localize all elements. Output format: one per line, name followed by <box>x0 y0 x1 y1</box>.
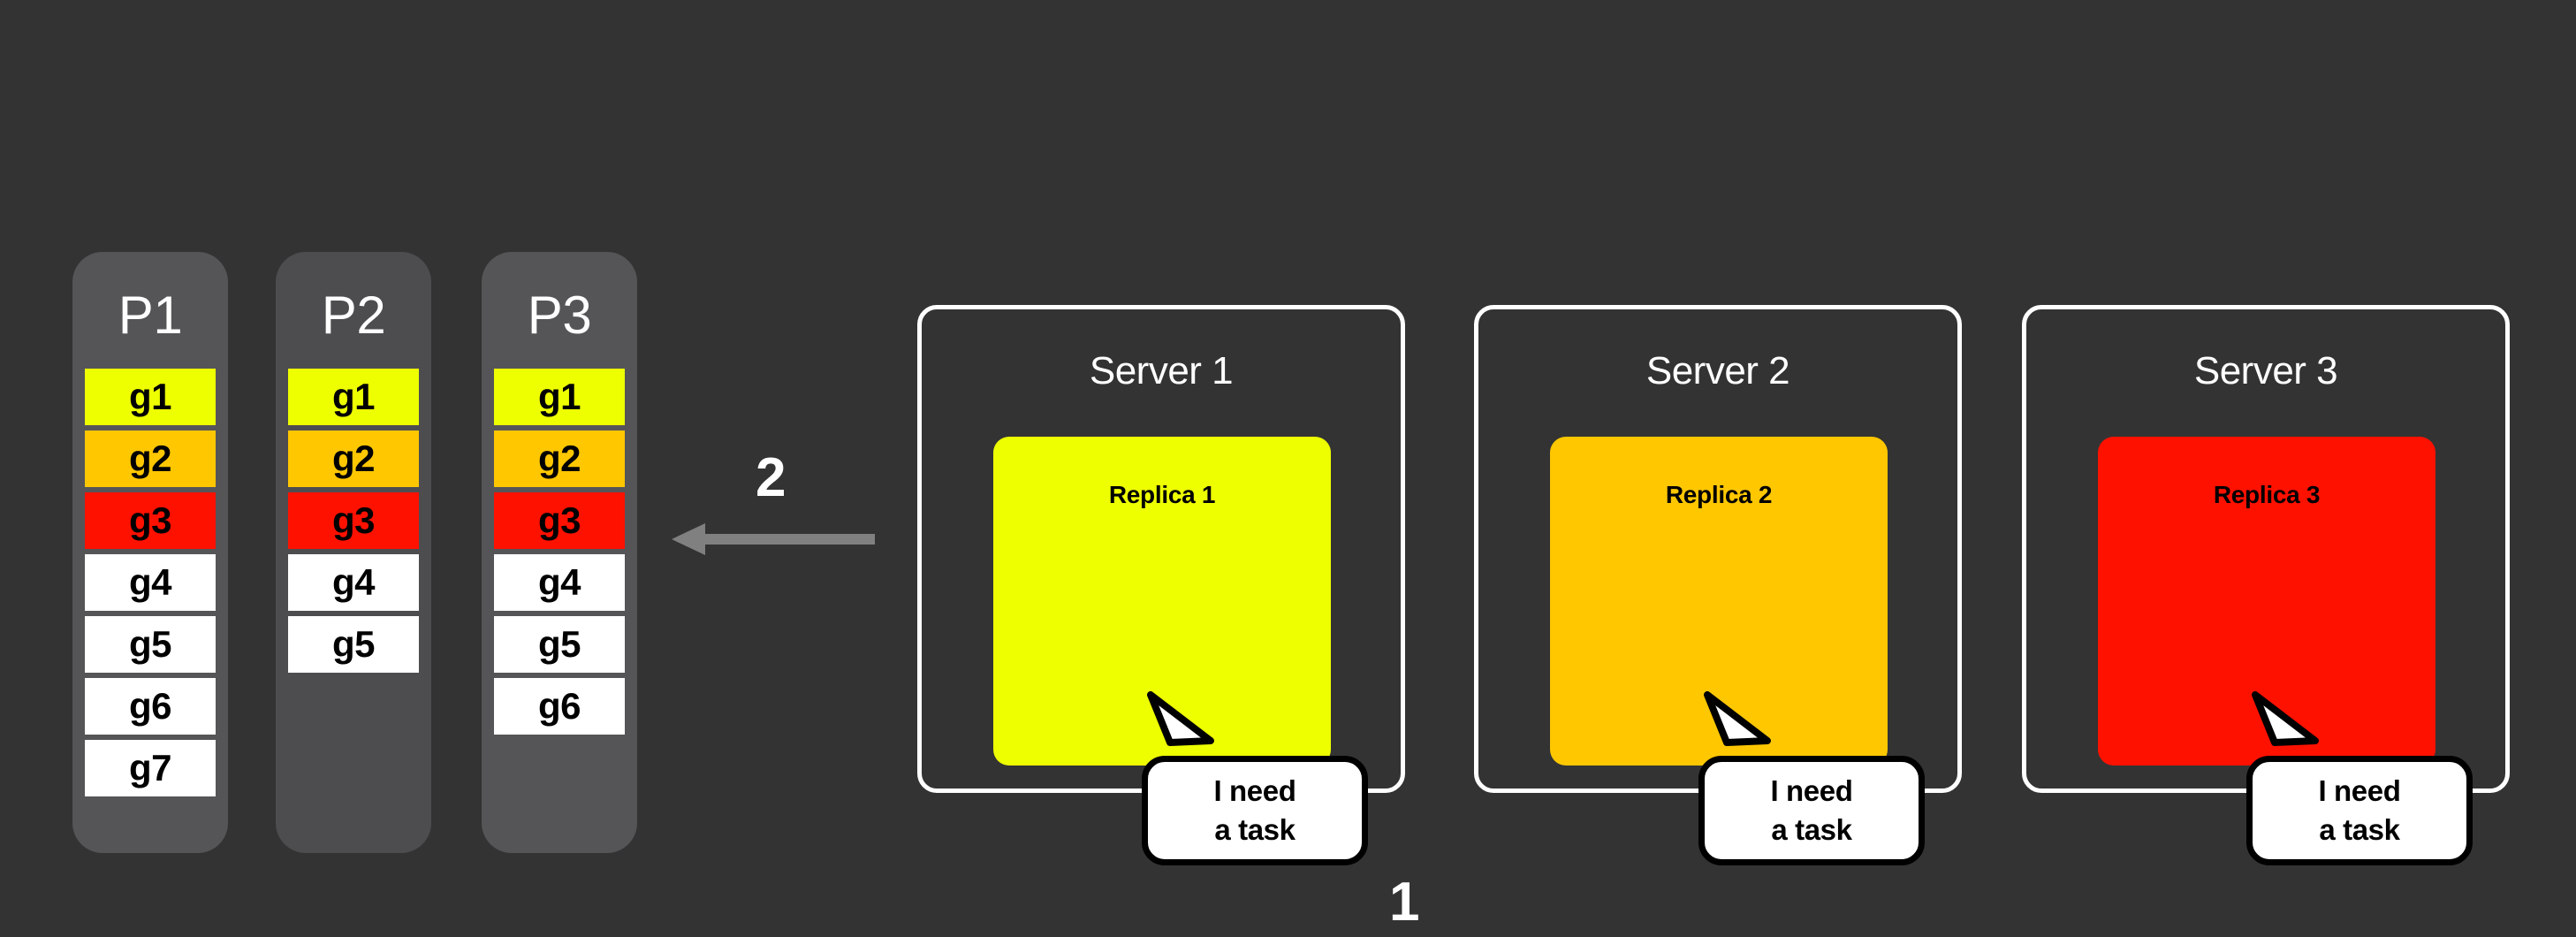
slot-g3[interactable]: g3 <box>288 492 419 549</box>
slot-label: g2 <box>537 438 581 479</box>
replica-label: Replica 2 <box>1665 481 1773 508</box>
bubble-line-1: I need <box>1770 774 1853 808</box>
slot-label: g3 <box>331 499 376 541</box>
bubble-line-2: a task <box>1214 813 1296 846</box>
slot-g1[interactable]: g1 <box>288 369 419 425</box>
slot-g6[interactable]: g6 <box>85 678 216 735</box>
slot-g3[interactable]: g3 <box>494 492 625 549</box>
speech-bubble-1[interactable]: I need a task <box>1142 756 1368 865</box>
partition-title: P2 <box>321 286 386 345</box>
partition-column-p3[interactable]: P3 g1 g2 g3 g4 g5 g6 <box>482 252 637 853</box>
partition-slot-list: g1 g2 g3 g4 g5 g6 g7 <box>72 369 228 796</box>
slot-g3[interactable]: g3 <box>85 492 216 549</box>
partition-title: P1 <box>118 286 183 345</box>
slot-g1[interactable]: g1 <box>494 369 625 425</box>
slot-g2[interactable]: g2 <box>85 430 216 487</box>
arrow-head-icon <box>672 523 705 555</box>
speech-bubble-tail-2 <box>1704 691 1789 746</box>
replica-label: Replica 3 <box>2213 481 2321 508</box>
slot-g4[interactable]: g4 <box>288 554 419 611</box>
slot-label: g7 <box>128 747 172 788</box>
bubble-line-1: I need <box>1213 774 1296 808</box>
step-label-1: 1 <box>1389 872 1420 933</box>
slot-label: g4 <box>331 561 376 603</box>
speech-bubble-3[interactable]: I need a task <box>2246 756 2473 865</box>
slot-label: g3 <box>537 499 581 541</box>
partition-slot-list: g1 g2 g3 g4 g5 g6 <box>482 369 637 735</box>
slot-g7[interactable]: g7 <box>85 740 216 796</box>
assignment-arrow <box>672 523 875 555</box>
slot-label: g6 <box>537 685 581 727</box>
slot-label: g5 <box>537 623 581 665</box>
slot-g5[interactable]: g5 <box>85 616 216 673</box>
slot-label: g4 <box>128 561 172 603</box>
arrow-shaft <box>703 534 875 545</box>
slot-g5[interactable]: g5 <box>494 616 625 673</box>
slot-label: g4 <box>537 561 581 603</box>
speech-bubble-tail-1 <box>1147 691 1232 746</box>
slot-g5[interactable]: g5 <box>288 616 419 673</box>
slot-g2[interactable]: g2 <box>288 430 419 487</box>
speech-bubble-2[interactable]: I need a task <box>1698 756 1925 865</box>
step-label-2: 2 <box>756 447 786 508</box>
slot-g6[interactable]: g6 <box>494 678 625 735</box>
partition-column-p2[interactable]: P2 g1 g2 g3 g4 g5 <box>276 252 431 853</box>
slot-g2[interactable]: g2 <box>494 430 625 487</box>
slot-label: g3 <box>128 499 172 541</box>
bubble-line-2: a task <box>1771 813 1852 846</box>
slot-g4[interactable]: g4 <box>494 554 625 611</box>
slot-g4[interactable]: g4 <box>85 554 216 611</box>
slot-label: g1 <box>331 376 376 417</box>
partition-column-p1[interactable]: P1 g1 g2 g3 g4 g5 g6 g7 <box>72 252 228 853</box>
replica-label: Replica 1 <box>1108 481 1216 508</box>
slot-label: g5 <box>128 623 172 665</box>
slot-label: g6 <box>128 685 172 727</box>
bubble-line-1: I need <box>2318 774 2401 808</box>
slot-label: g1 <box>128 376 172 417</box>
slot-label: g2 <box>128 438 172 479</box>
server-title: Server 1 <box>1089 349 1234 392</box>
partition-title: P3 <box>527 286 592 345</box>
bubble-line-2: a task <box>2319 813 2400 846</box>
slot-label: g1 <box>537 376 581 417</box>
speech-bubble-tail-3 <box>2252 691 2337 746</box>
slot-g1[interactable]: g1 <box>85 369 216 425</box>
slot-label: g5 <box>331 623 376 665</box>
partition-slot-list: g1 g2 g3 g4 g5 <box>276 369 431 673</box>
server-title: Server 2 <box>1645 349 1790 392</box>
slot-label: g2 <box>331 438 376 479</box>
server-title: Server 3 <box>2193 349 2338 392</box>
